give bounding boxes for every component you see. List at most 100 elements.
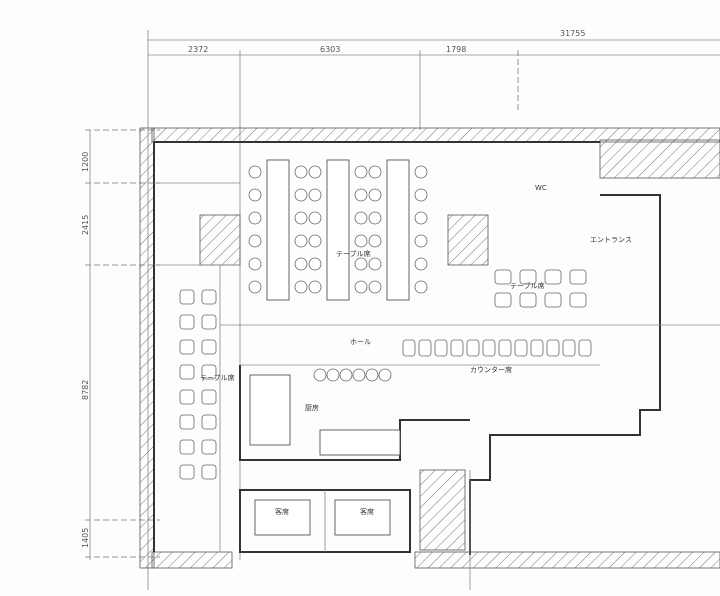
booth-seat: [201, 289, 217, 305]
booth-seat: [179, 389, 195, 405]
label-entrance: エントランス: [590, 236, 632, 244]
booth-seat: [201, 414, 217, 430]
booth-seat: [519, 292, 537, 308]
chair: [294, 280, 308, 294]
chair: [294, 211, 308, 225]
chair: [308, 257, 322, 271]
furniture: [179, 159, 592, 536]
dim-left-1: 1200: [81, 152, 90, 172]
counter-stool: [578, 339, 592, 357]
stove-burner: [352, 368, 366, 382]
label-table-seats-right: テーブル席: [510, 281, 545, 290]
label-private-2: 客席: [360, 507, 374, 516]
booth-seat: [179, 464, 195, 480]
chair: [308, 165, 322, 179]
counter-stool: [562, 339, 576, 357]
booth-seat: [201, 339, 217, 355]
label-table-seats-left: テーブル席: [200, 373, 235, 382]
booth-seat: [494, 269, 512, 285]
room-labels: テーブル席 テーブル席 テーブル席 ホール カウンター席 エントランス 厨房 客…: [200, 184, 632, 516]
private-table: [334, 499, 391, 536]
chair: [308, 188, 322, 202]
chair: [368, 165, 382, 179]
stove-burner: [365, 368, 379, 382]
booth-seat: [179, 364, 195, 380]
booth-seat: [179, 439, 195, 455]
booth-seat: [519, 269, 537, 285]
booth-seat: [569, 269, 587, 285]
counter-stool: [418, 339, 432, 357]
chair: [354, 211, 368, 225]
booth-seat: [179, 314, 195, 330]
booth-seat: [201, 389, 217, 405]
exterior-walls: [139, 127, 720, 590]
chair: [248, 211, 262, 225]
counter-stool: [514, 339, 528, 357]
chair: [294, 188, 308, 202]
stove-burner: [326, 368, 340, 382]
chair: [308, 211, 322, 225]
dim-left-2: 2415: [81, 215, 90, 235]
booth-seat: [179, 339, 195, 355]
long-table: [386, 159, 410, 301]
booth-seat: [494, 292, 512, 308]
booth-seat: [201, 314, 217, 330]
chair: [248, 165, 262, 179]
chair: [308, 234, 322, 248]
chair: [354, 234, 368, 248]
chair: [248, 280, 262, 294]
counter-stool: [466, 339, 480, 357]
dim-left-3: 8782: [81, 380, 90, 400]
booth-seat: [201, 464, 217, 480]
label-wc: WC: [535, 184, 547, 192]
long-table: [266, 159, 290, 301]
chair: [354, 188, 368, 202]
chair: [248, 234, 262, 248]
chair: [368, 234, 382, 248]
chair: [414, 257, 428, 271]
chair: [368, 188, 382, 202]
counter-stool: [450, 339, 464, 357]
stove-burner: [378, 368, 392, 382]
booth-seat: [179, 414, 195, 430]
dim-seg3: 1798: [446, 45, 466, 54]
counter-stool: [482, 339, 496, 357]
chair: [368, 280, 382, 294]
counter-stool: [434, 339, 448, 357]
kitchen-counter: [249, 374, 291, 446]
counter-stool: [530, 339, 544, 357]
chair: [294, 257, 308, 271]
chair: [354, 257, 368, 271]
label-hall: ホール: [350, 338, 371, 346]
chair: [294, 165, 308, 179]
label-private-1: 客席: [275, 507, 289, 516]
booth-seat: [179, 289, 195, 305]
chair: [414, 188, 428, 202]
long-table: [326, 159, 350, 301]
chair: [414, 165, 428, 179]
chair: [414, 211, 428, 225]
stove-burner: [313, 368, 327, 382]
chair: [354, 165, 368, 179]
counter-stool: [498, 339, 512, 357]
dim-seg1: 2372: [188, 45, 208, 54]
private-table: [254, 499, 311, 536]
chair: [414, 234, 428, 248]
booth-seat: [569, 292, 587, 308]
counter-stool: [402, 339, 416, 357]
dimension-lines-left: 1200 2415 8782 1405: [81, 129, 160, 560]
kitchen-sink: [319, 429, 401, 456]
chair: [294, 234, 308, 248]
booth-seat: [201, 439, 217, 455]
dim-seg2: 6303: [320, 45, 340, 54]
chair: [368, 257, 382, 271]
chair: [354, 280, 368, 294]
booth-seat: [544, 269, 562, 285]
dim-overall: 31755: [560, 29, 585, 38]
booth-seat: [544, 292, 562, 308]
label-counter: カウンター席: [470, 365, 512, 374]
label-table-seats-center: テーブル席: [336, 249, 371, 258]
booth-seat: [201, 364, 217, 380]
stove-burner: [339, 368, 353, 382]
